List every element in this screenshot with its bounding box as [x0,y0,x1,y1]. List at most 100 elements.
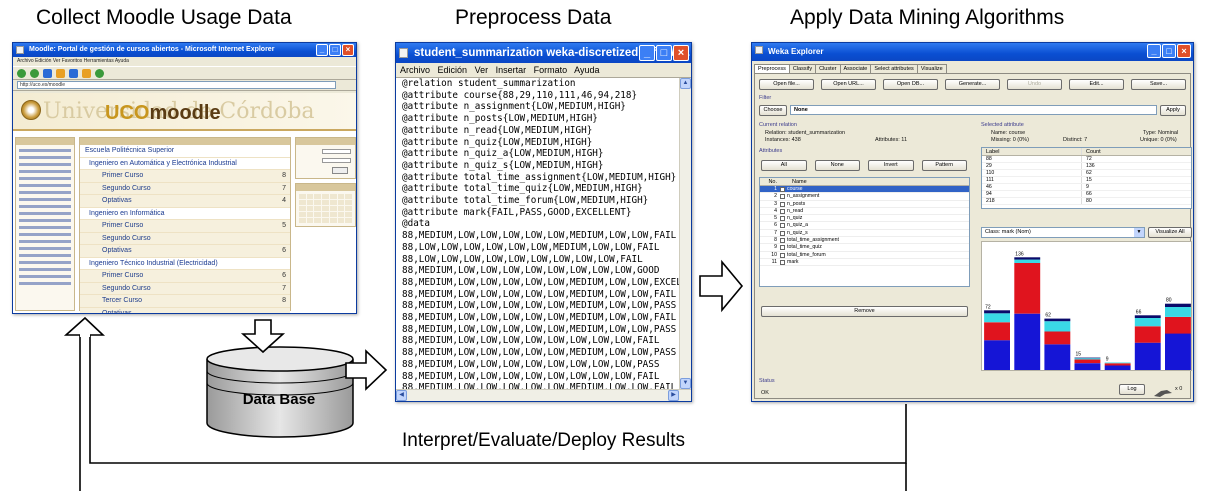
calendar-day[interactable] [322,194,329,199]
menu-formato[interactable]: Formato [533,65,568,75]
calendar-day[interactable] [345,206,352,211]
menu-edicion[interactable]: Edición [437,65,468,75]
scroll-left-icon[interactable]: ◀ [396,390,407,401]
course-category-item[interactable]: Optativas [80,307,290,313]
password-field[interactable] [322,158,351,163]
forward-icon[interactable] [30,68,39,78]
pattern-button[interactable]: Pattern [921,160,967,171]
undo-button[interactable]: Undo [1007,79,1062,90]
calendar-day[interactable] [306,212,314,217]
calendar-day[interactable] [322,212,329,217]
calendar-day[interactable] [329,206,337,211]
log-button[interactable]: Log [1119,384,1145,395]
attribute-checkbox[interactable] [780,216,785,222]
select-none-button[interactable]: None [814,160,860,171]
course-category-item[interactable]: Ingeniero Técnico Industrial (Electricid… [80,258,290,270]
scroll-right-icon[interactable]: ▶ [668,390,679,401]
course-category-item[interactable]: Escuela Politécnica Superior [80,145,290,158]
apply-button[interactable]: Apply [1160,104,1186,116]
calendar-day[interactable] [337,218,345,223]
menu-archivo[interactable]: Archivo [400,65,431,75]
calendar-day[interactable] [314,206,322,211]
choose-button[interactable]: Choose [759,104,787,116]
chevron-down-icon[interactable]: ▼ [1134,227,1144,237]
arff-text-area[interactable]: @relation student_summarization@attribut… [396,78,679,389]
minimize-button[interactable]: _ [316,44,328,56]
calendar-day[interactable] [337,212,345,217]
generate-button[interactable]: Generate... [945,79,1000,90]
favorites-icon[interactable] [82,68,91,78]
calendar-day[interactable] [306,218,314,223]
calendar-day[interactable] [299,206,306,211]
close-button[interactable]: × [1177,44,1191,58]
calendar-day[interactable] [306,200,314,205]
close-button[interactable]: × [342,44,354,56]
menu-insertar[interactable]: Insertar [495,65,527,75]
calendar-day[interactable] [329,194,337,199]
tab-preprocess[interactable]: Preprocess [754,64,790,73]
calendar-day[interactable] [345,200,352,205]
browser-menubar[interactable]: Archivo Edición Ver Favoritos Herramient… [13,57,356,66]
username-field[interactable] [322,149,351,154]
tab-classify[interactable]: Classify [788,64,817,73]
calendar-day[interactable] [299,200,306,205]
filter-field[interactable]: None [790,105,1157,115]
calendar-day[interactable] [329,218,337,223]
history-icon[interactable] [95,68,104,78]
calendar-day[interactable] [337,200,345,205]
maximize-button[interactable]: □ [329,44,341,56]
calendar-day[interactable] [314,194,322,199]
calendar-day[interactable] [322,200,329,205]
course-category-item[interactable]: Ingeniero en Informática [80,208,290,220]
attribute-checkbox[interactable] [780,208,785,214]
scroll-down-icon[interactable]: ▼ [680,378,691,389]
calendar-day[interactable] [329,212,337,217]
back-icon[interactable] [17,68,26,78]
menu-ayuda[interactable]: Ayuda [574,65,600,75]
calendar-day[interactable] [345,194,352,199]
calendar-day[interactable] [299,212,306,217]
course-category-item[interactable]: Ingeniero en Automática y Electrónica In… [80,158,290,170]
attribute-checkbox[interactable] [780,252,785,258]
vertical-scrollbar[interactable]: ▲ ▼ [679,78,691,389]
save-button[interactable]: Save... [1131,79,1186,90]
tab-visualize[interactable]: Visualize [916,64,947,73]
login-button[interactable] [332,167,348,174]
attribute-checkbox[interactable] [780,230,785,236]
calendar-day[interactable] [299,194,306,199]
class-select[interactable]: Class: mark (Nom) ▼ [981,226,1145,238]
attribute-checkbox[interactable] [780,201,785,207]
maximize-button[interactable]: □ [656,45,672,61]
attribute-checkbox[interactable] [780,223,785,229]
course-category-item[interactable]: Segundo Curso [80,232,290,245]
minimize-button[interactable]: _ [1147,44,1161,58]
calendar-day[interactable] [345,218,352,223]
tab-select-attributes[interactable]: Select attributes [870,64,918,73]
attribute-checkbox[interactable] [780,194,785,200]
calendar-day[interactable] [299,218,306,223]
calendar-day[interactable] [337,206,345,211]
tab-associate[interactable]: Associate [839,64,872,73]
visualize-all-button[interactable]: Visualize All [1148,226,1192,238]
horizontal-scrollbar[interactable]: ◀ ▶ [396,389,691,401]
tab-cluster[interactable]: Cluster [815,64,841,73]
address-input[interactable]: http://uco.es/moodle [17,81,336,89]
calendar-day[interactable] [345,212,352,217]
remove-button[interactable]: Remove [761,306,968,317]
calendar-day[interactable] [314,200,322,205]
close-button[interactable]: × [673,45,689,61]
